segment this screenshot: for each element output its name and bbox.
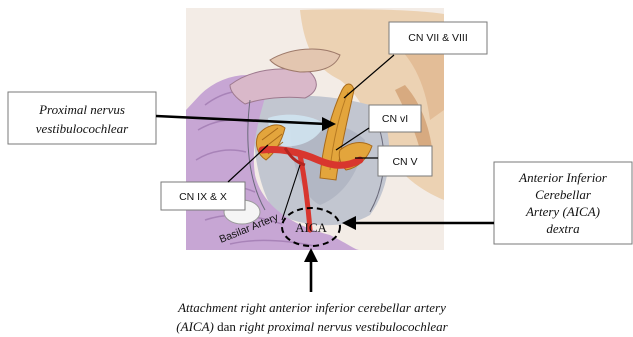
caption-line2-part2: dan [214,319,239,334]
label-cn-ix-x: CN IX & X [161,182,245,210]
label-cn-vi: CN vI [369,105,421,132]
aica-desc-line3: Artery (AICA) [525,204,600,219]
proximal-line1: Proximal nervus [38,102,125,117]
label-proximal-nervus: Proximal nervus vestibulocochlear [8,92,156,144]
proximal-line2: vestibulocochlear [36,121,129,136]
caption-line2-part3: right proximal nervus vestibulocochlear [239,319,449,334]
label-cn-vii-viii-text: CN VII & VIII [408,32,468,44]
aica-text: AICA [295,220,327,235]
caption-line1: Attachment right anterior inferior cereb… [177,300,446,315]
label-aica-description: Anterior Inferior Cerebellar Artery (AIC… [494,162,632,244]
label-cn-ix-x-text: CN IX & X [179,191,227,203]
figure-caption: Attachment right anterior inferior cereb… [176,300,448,334]
label-cn-v-text: CN V [392,156,417,168]
aica-desc-line2: Cerebellar [535,187,592,202]
arrow-caption [304,248,318,292]
label-cn-vii-viii: CN VII & VIII [389,22,487,54]
label-cn-v: CN V [378,146,432,176]
label-cn-vi-text: CN vI [382,113,408,125]
aica-desc-line1: Anterior Inferior [518,170,608,185]
caption-line2-part1: (AICA) [176,319,214,334]
aica-desc-line4: dextra [546,221,580,236]
caption-line2: (AICA) dan right proximal nervus vestibu… [176,319,448,334]
